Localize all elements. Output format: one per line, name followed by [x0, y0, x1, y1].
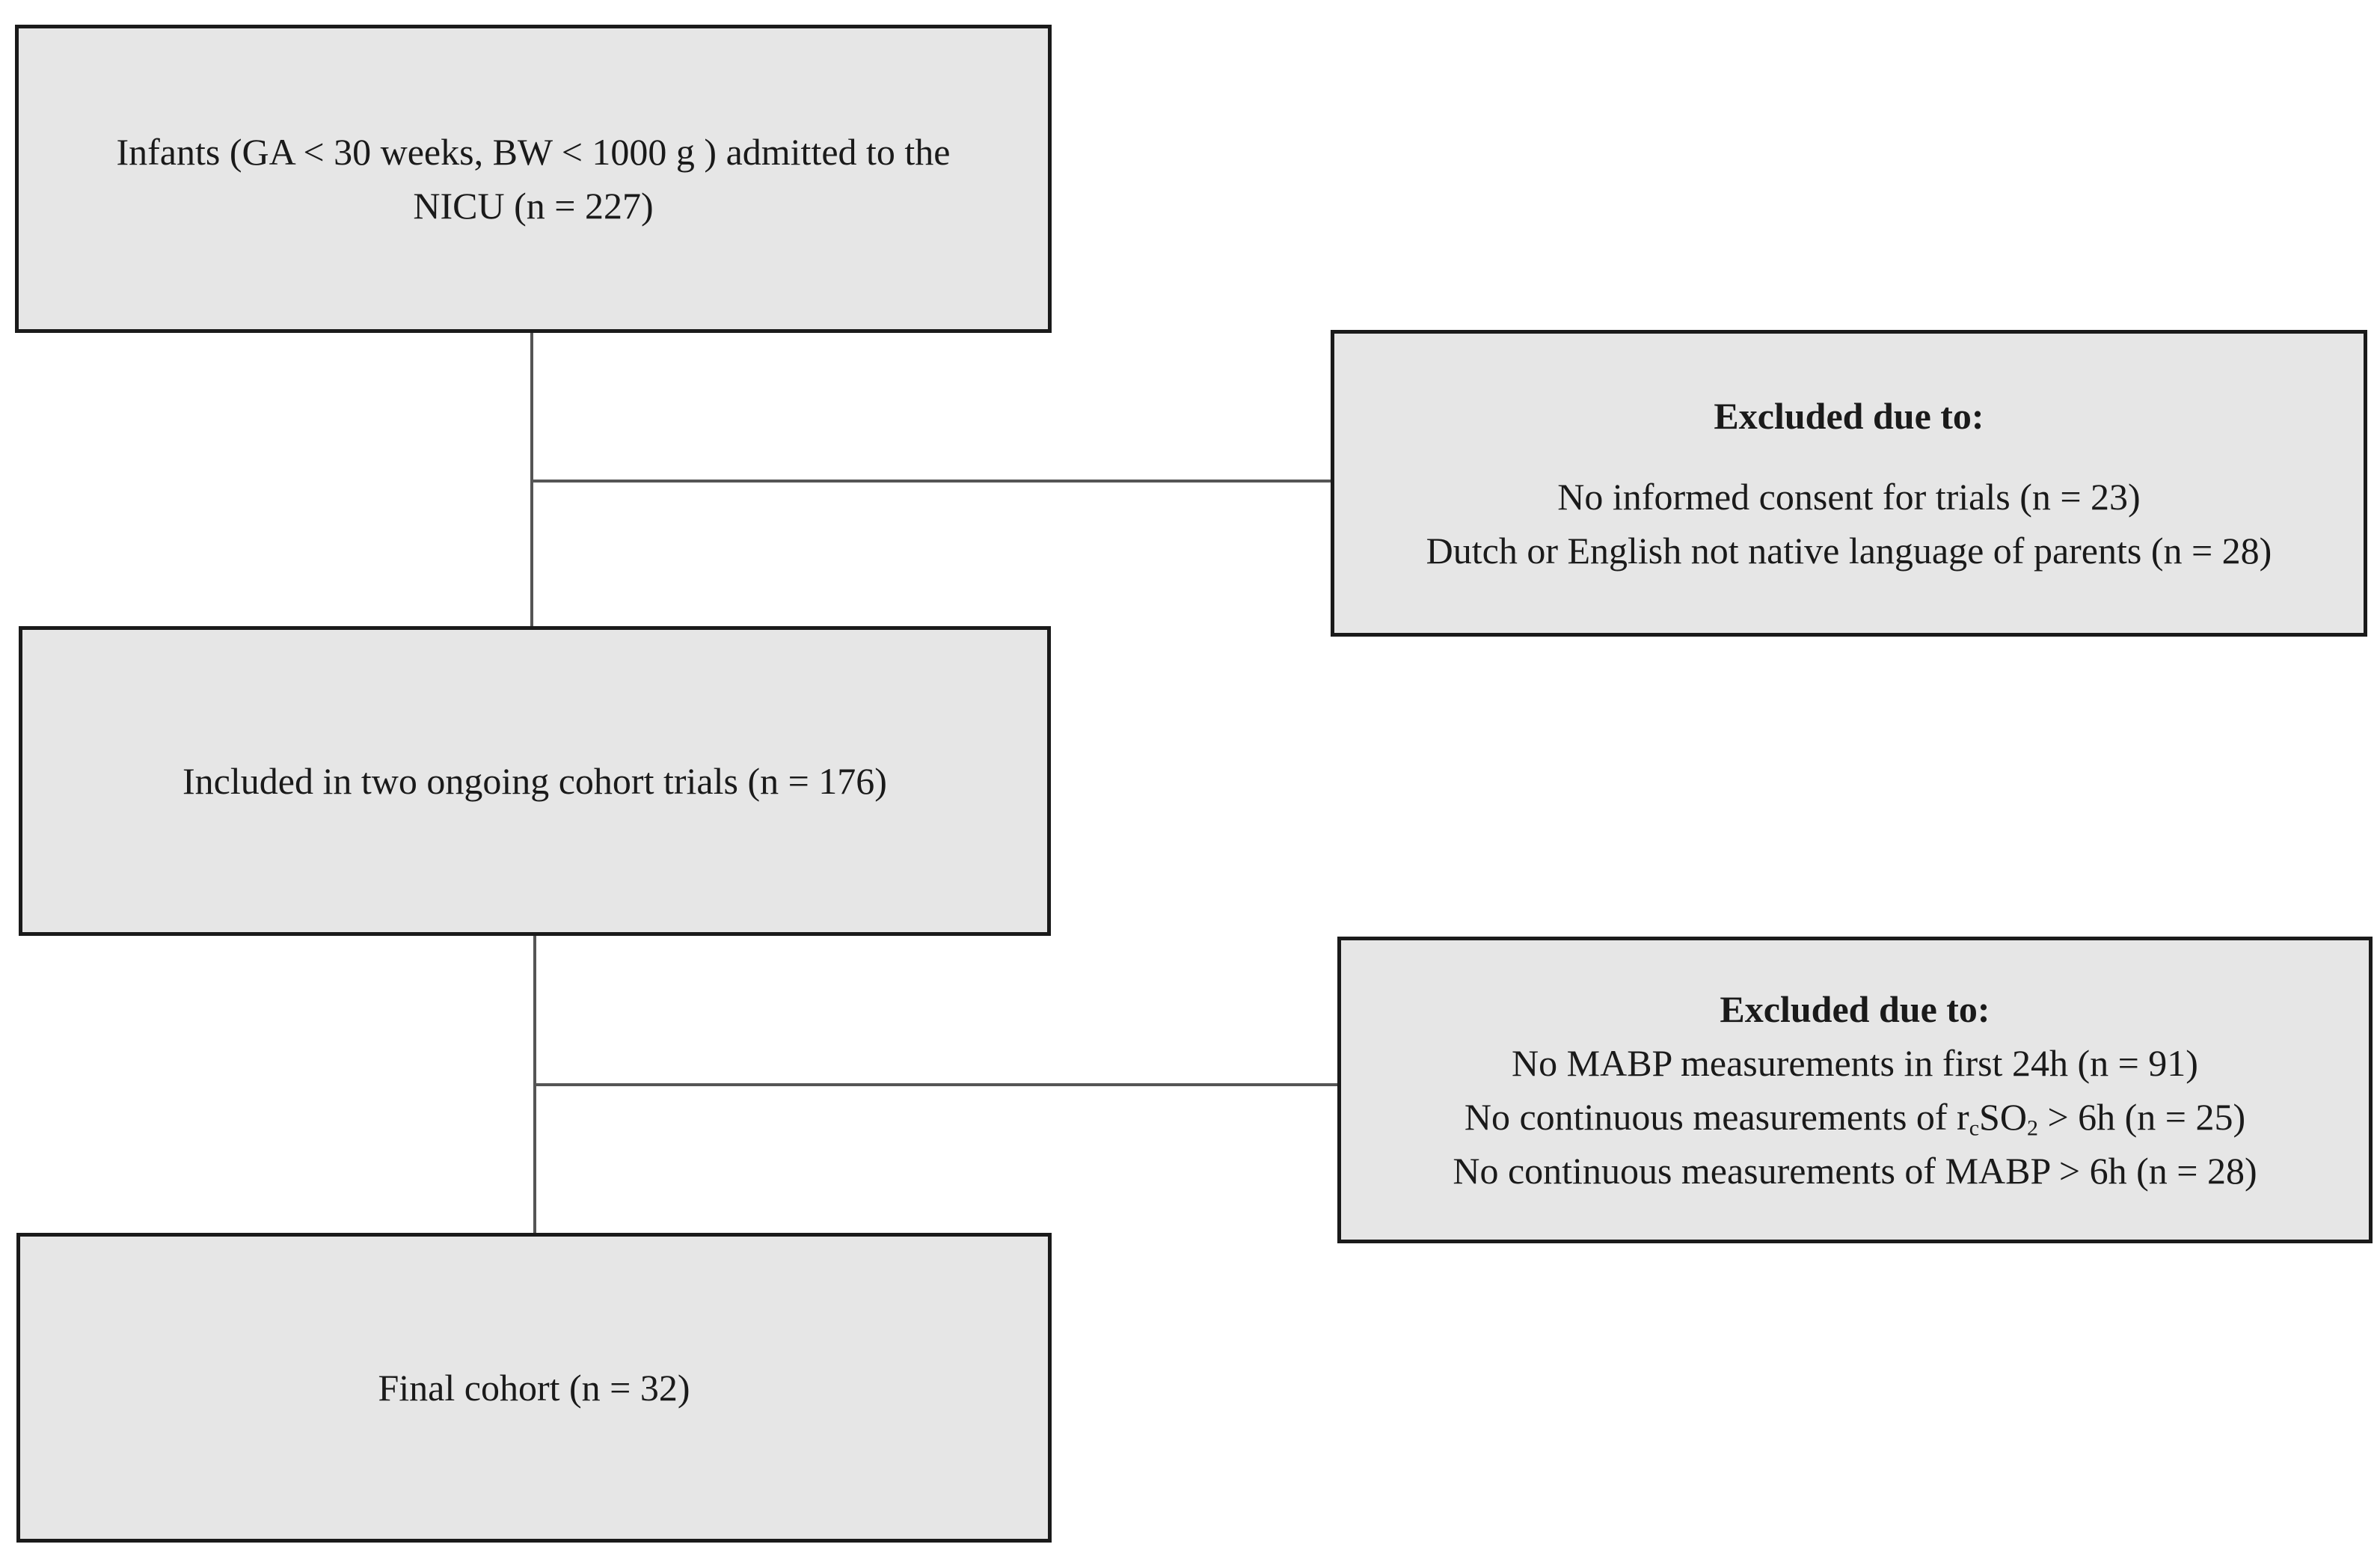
excluded-1-item-2: Dutch or English not native language of …	[1426, 530, 2272, 572]
included-text: Included in two ongoing cohort trials (n…	[183, 760, 887, 802]
excluded-2-item-3: No continuous measurements of MABP > 6h …	[1453, 1150, 2257, 1192]
excluded-2-item-2: No continuous measurements of rcSO2 > 6h…	[1464, 1096, 2246, 1141]
excluded-box-2: Excluded due to: No MABP measurements in…	[1337, 937, 2373, 1243]
admitted-line-1: Infants (GA < 30 weeks, BW < 1000 g ) ad…	[116, 131, 951, 173]
excluded-1-heading: Excluded due to:	[1714, 395, 1984, 437]
final-text: Final cohort (n = 32)	[378, 1367, 690, 1409]
admitted-box: Infants (GA < 30 weeks, BW < 1000 g ) ad…	[15, 25, 1052, 333]
excluded-2-heading: Excluded due to:	[1720, 988, 1990, 1030]
connector-to-excluded1	[532, 480, 1332, 483]
admitted-line-2: NICU (n = 227)	[413, 185, 654, 227]
connector-to-excluded2	[535, 1083, 1339, 1086]
excluded-2-item-1: No MABP measurements in first 24h (n = 9…	[1512, 1042, 2198, 1084]
final-box: Final cohort (n = 32)	[16, 1233, 1052, 1543]
excluded-1-item-1: No informed consent for trials (n = 23)	[1557, 476, 2141, 518]
included-box: Included in two ongoing cohort trials (n…	[19, 626, 1051, 936]
excluded-box-1: Excluded due to: No informed consent for…	[1331, 330, 2367, 637]
